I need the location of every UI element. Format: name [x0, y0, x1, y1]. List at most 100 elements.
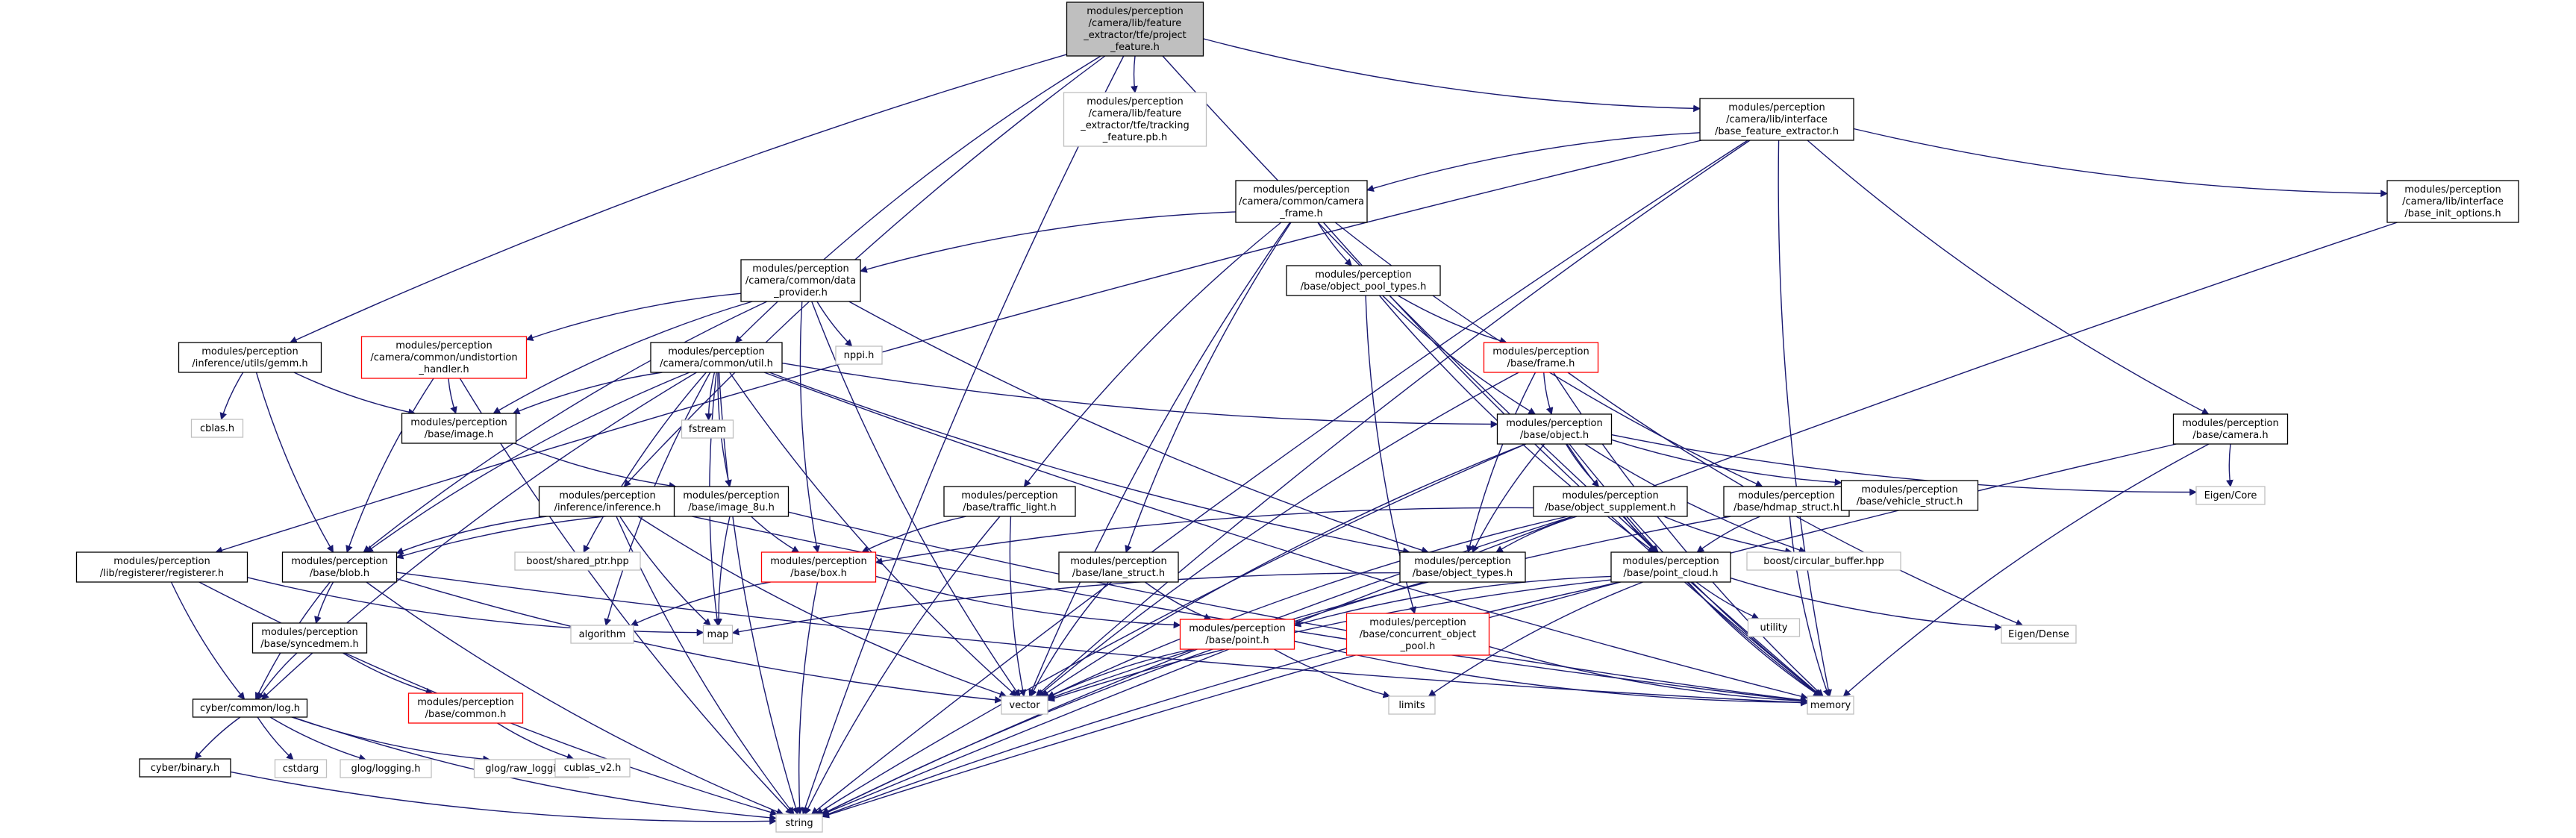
- node-box[interactable]: [139, 758, 231, 778]
- node-object-supplement[interactable]: modules/perception/base/object_supplemen…: [1533, 486, 1688, 517]
- node-cublas[interactable]: cublas_v2.h: [554, 758, 631, 778]
- node-box[interactable]: [190, 419, 244, 438]
- node-box[interactable]: [1001, 695, 1048, 715]
- node-camera-frame[interactable]: modules/perception/camera/common/camera_…: [1235, 180, 1368, 223]
- node-box[interactable]: [1483, 342, 1599, 373]
- node-box[interactable]: [835, 345, 883, 365]
- node-image[interactable]: modules/perception/base/image.h: [401, 413, 517, 444]
- node-hdmap-struct[interactable]: modules/perception/base/hdmap_struct.h: [1723, 486, 1850, 517]
- node-vehicle-struct[interactable]: modules/perception/base/vehicle_struct.h: [1840, 480, 1979, 511]
- node-utility[interactable]: utility: [1747, 618, 1801, 637]
- node-point[interactable]: modules/perception/base/point.h: [1179, 619, 1295, 650]
- node-box[interactable]: [740, 259, 861, 302]
- node-box[interactable]: [1746, 551, 1901, 571]
- node-memory[interactable]: memory: [1807, 695, 1854, 715]
- node-registerer[interactable]: modules/perception/lib/registerer/regist…: [75, 551, 248, 583]
- node-box[interactable]: [1388, 695, 1436, 715]
- node-box[interactable]: [274, 759, 328, 778]
- node-gemm[interactable]: modules/perception/inference/utils/gemm.…: [178, 342, 322, 373]
- node-box[interactable]: [702, 625, 734, 644]
- node-blob[interactable]: modules/perception/base/blob.h: [281, 551, 398, 583]
- node-map[interactable]: map: [702, 625, 734, 644]
- node-point-cloud[interactable]: modules/perception/base/point_cloud.h: [1610, 551, 1731, 583]
- node-syncedmem[interactable]: modules/perception/base/syncedmem.h: [251, 622, 368, 654]
- node-box[interactable]: [681, 419, 734, 439]
- node-box[interactable]: [360, 336, 528, 379]
- node-fstream[interactable]: fstream: [681, 419, 734, 439]
- node-box[interactable]: [1058, 551, 1179, 583]
- node-root[interactable]: modules/perception/camera/lib/feature_ex…: [1066, 1, 1204, 57]
- node-box[interactable]: [192, 698, 308, 718]
- node-box[interactable]: [340, 759, 432, 778]
- node-binary[interactable]: cyber/binary.h: [139, 758, 231, 778]
- edge-registerer-to-log: [170, 581, 246, 700]
- node-box[interactable]: [943, 486, 1076, 517]
- node-glog-logging[interactable]: glog/logging.h: [340, 759, 432, 778]
- node-object[interactable]: modules/perception/base/object.h: [1496, 413, 1613, 445]
- node-object-pool-types[interactable]: modules/perception/base/object_pool_type…: [1286, 265, 1441, 296]
- node-box[interactable]: [538, 486, 677, 517]
- node-common[interactable]: modules/perception/base/common.h: [407, 692, 524, 724]
- node-box[interactable]: [1723, 486, 1850, 517]
- node-box[interactable]: [2172, 413, 2289, 445]
- node-util[interactable]: modules/perception/camera/common/util.h: [650, 342, 783, 373]
- node-box[interactable]: [673, 486, 790, 517]
- node-box[interactable]: [1179, 619, 1295, 650]
- node-box[interactable]: [760, 551, 877, 583]
- node-box[interactable]: [1235, 180, 1368, 223]
- node-string[interactable]: string: [775, 813, 823, 833]
- node-shared-ptr[interactable]: boost/shared_ptr.hpp: [514, 551, 641, 571]
- node-frame[interactable]: modules/perception/base/frame.h: [1483, 342, 1599, 373]
- node-box[interactable]: [1840, 480, 1979, 511]
- node-box[interactable]: [514, 551, 641, 571]
- node-box[interactable]: [1699, 98, 1854, 141]
- node-box[interactable]: modules/perception/base/box.h: [760, 551, 877, 583]
- node-cstdarg[interactable]: cstdarg: [274, 759, 328, 778]
- node-eigen-dense[interactable]: Eigen/Dense: [2001, 625, 2077, 644]
- node-undistortion-handler[interactable]: modules/perception/camera/common/undisto…: [360, 336, 528, 379]
- node-box[interactable]: [1610, 551, 1731, 583]
- node-traffic-light[interactable]: modules/perception/base/traffic_light.h: [943, 486, 1076, 517]
- node-box[interactable]: [251, 622, 368, 654]
- node-box[interactable]: [570, 625, 634, 644]
- node-box[interactable]: [1496, 413, 1613, 445]
- node-box[interactable]: [1066, 1, 1204, 57]
- node-box[interactable]: [407, 692, 524, 724]
- node-box[interactable]: [1807, 695, 1854, 715]
- node-vector[interactable]: vector: [1001, 695, 1048, 715]
- node-base-init-options[interactable]: modules/perception/camera/lib/interface/…: [2386, 180, 2519, 223]
- node-box[interactable]: [2386, 180, 2519, 223]
- node-box[interactable]: [1063, 92, 1207, 147]
- node-box[interactable]: [1399, 551, 1526, 583]
- node-cblas[interactable]: cblas.h: [190, 419, 244, 438]
- node-box[interactable]: [2195, 486, 2266, 505]
- edge-camera-frame-to-vector: [1028, 222, 1291, 697]
- node-box[interactable]: [650, 342, 783, 373]
- node-log[interactable]: cyber/common/log.h: [192, 698, 308, 718]
- node-data-provider[interactable]: modules/perception/camera/common/data_pr…: [740, 259, 861, 302]
- node-box[interactable]: [2001, 625, 2077, 644]
- node-lane-struct[interactable]: modules/perception/base/lane_struct.h: [1058, 551, 1179, 583]
- node-object-types[interactable]: modules/perception/base/object_types.h: [1399, 551, 1526, 583]
- node-limits[interactable]: limits: [1388, 695, 1436, 715]
- node-circular-buffer[interactable]: boost/circular_buffer.hpp: [1746, 551, 1901, 571]
- node-box[interactable]: [1533, 486, 1688, 517]
- node-camera[interactable]: modules/perception/base/camera.h: [2172, 413, 2289, 445]
- node-tracking-pb[interactable]: modules/perception/camera/lib/feature_ex…: [1063, 92, 1207, 147]
- node-base-feature-extractor[interactable]: modules/perception/camera/lib/interface/…: [1699, 98, 1854, 141]
- node-box[interactable]: [775, 813, 823, 833]
- node-box[interactable]: [1345, 613, 1490, 656]
- node-box[interactable]: [178, 342, 322, 373]
- node-concurrent-object-pool[interactable]: modules/perception/base/concurrent_objec…: [1345, 613, 1490, 656]
- node-eigen-core[interactable]: Eigen/Core: [2195, 486, 2266, 505]
- node-box[interactable]: [1286, 265, 1441, 296]
- node-box[interactable]: [75, 551, 248, 583]
- node-box[interactable]: [281, 551, 398, 583]
- node-image-8u[interactable]: modules/perception/base/image_8u.h: [673, 486, 790, 517]
- node-algorithm[interactable]: algorithm: [570, 625, 634, 644]
- node-nppi[interactable]: nppi.h: [835, 345, 883, 365]
- node-box[interactable]: [554, 758, 631, 778]
- node-box[interactable]: [1747, 618, 1801, 637]
- node-inference[interactable]: modules/perception/inference/inference.h: [538, 486, 677, 517]
- node-box[interactable]: [401, 413, 517, 444]
